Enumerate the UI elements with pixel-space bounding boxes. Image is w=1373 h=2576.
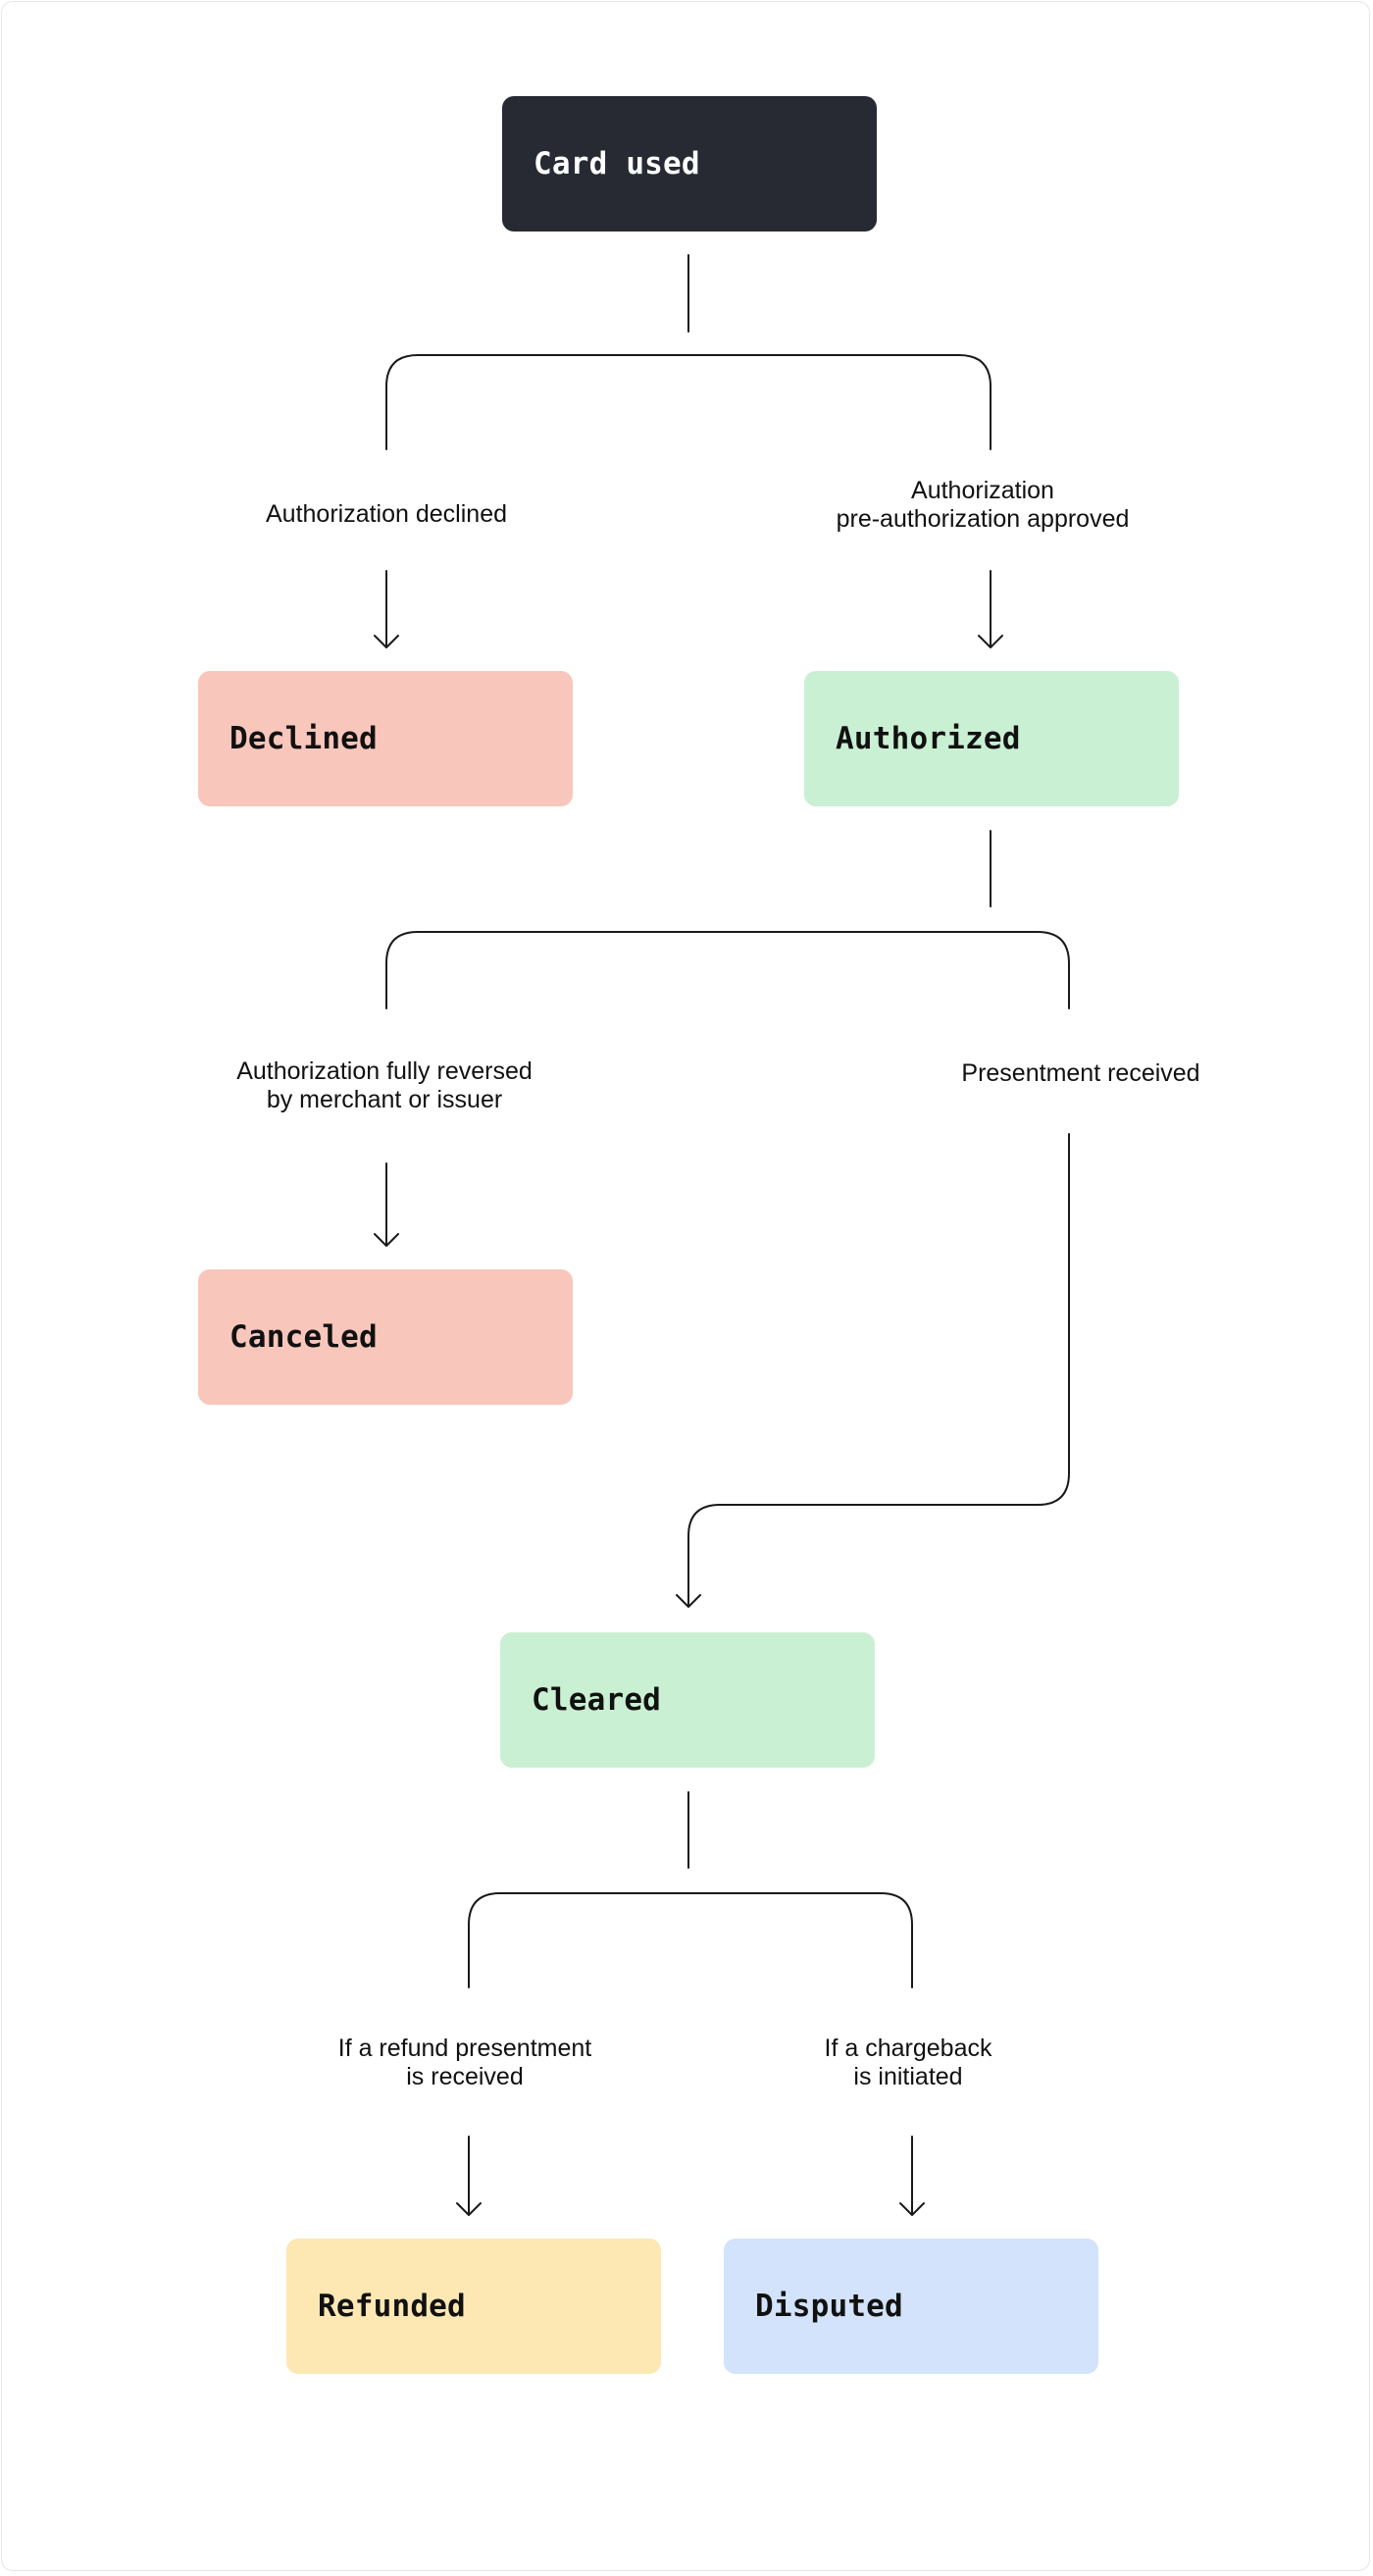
node-cleared: Cleared [500, 1632, 875, 1768]
edge-label-refund-presentment: If a refund presentment is received [259, 2035, 671, 2091]
node-refunded-label: Refunded [318, 2289, 466, 2324]
arrow-to-declined [374, 570, 399, 648]
edge-label-authorization-approved: Authorization pre-authorization approved [777, 477, 1189, 534]
edge-label-line: Presentment received [961, 1059, 1200, 1087]
node-canceled-label: Canceled [229, 1319, 378, 1355]
edge-label-line: Authorization [911, 477, 1054, 504]
arrow-to-disputed [899, 2136, 925, 2216]
edge-label-presentment-received: Presentment received [875, 1059, 1287, 1088]
edge-label-chargeback-initiated: If a chargeback is initiated [702, 2035, 1114, 2091]
node-authorized: Authorized [804, 671, 1179, 806]
node-disputed: Disputed [724, 2239, 1098, 2374]
arrow-to-canceled [374, 1162, 399, 1247]
node-declined-label: Declined [229, 721, 378, 756]
node-disputed-label: Disputed [755, 2289, 903, 2324]
arrow-to-refunded [456, 2136, 482, 2216]
edge-label-line: If a chargeback [824, 2035, 992, 2062]
node-card-used: Card used [502, 96, 877, 232]
arrow-to-cleared [676, 1133, 1070, 1608]
connector-card-used-split [385, 354, 992, 450]
node-canceled: Canceled [198, 1269, 573, 1405]
edge-label-line: If a refund presentment [337, 2035, 592, 2062]
arrow-to-authorized [978, 570, 1003, 648]
edge-label-line: Authorization declined [266, 500, 507, 528]
edge-label-line: is received [406, 2063, 524, 2090]
node-refunded: Refunded [286, 2239, 661, 2374]
node-authorized-label: Authorized [836, 721, 1021, 756]
edge-label-line: Authorization fully reversed [236, 1057, 533, 1085]
edge-label-authorization-declined: Authorization declined [180, 500, 592, 529]
node-declined: Declined [198, 671, 573, 806]
edge-label-line: by merchant or issuer [266, 1086, 503, 1113]
edge-label-line: pre-authorization approved [836, 505, 1130, 533]
connector-authorized-split [385, 931, 1070, 1009]
edge-label-fully-reversed: Authorization fully reversed by merchant… [178, 1057, 590, 1114]
edge-label-line: is initiated [853, 2063, 963, 2090]
node-card-used-label: Card used [534, 146, 700, 181]
node-cleared-label: Cleared [532, 1682, 662, 1718]
connector-cleared-split [468, 1892, 913, 1988]
